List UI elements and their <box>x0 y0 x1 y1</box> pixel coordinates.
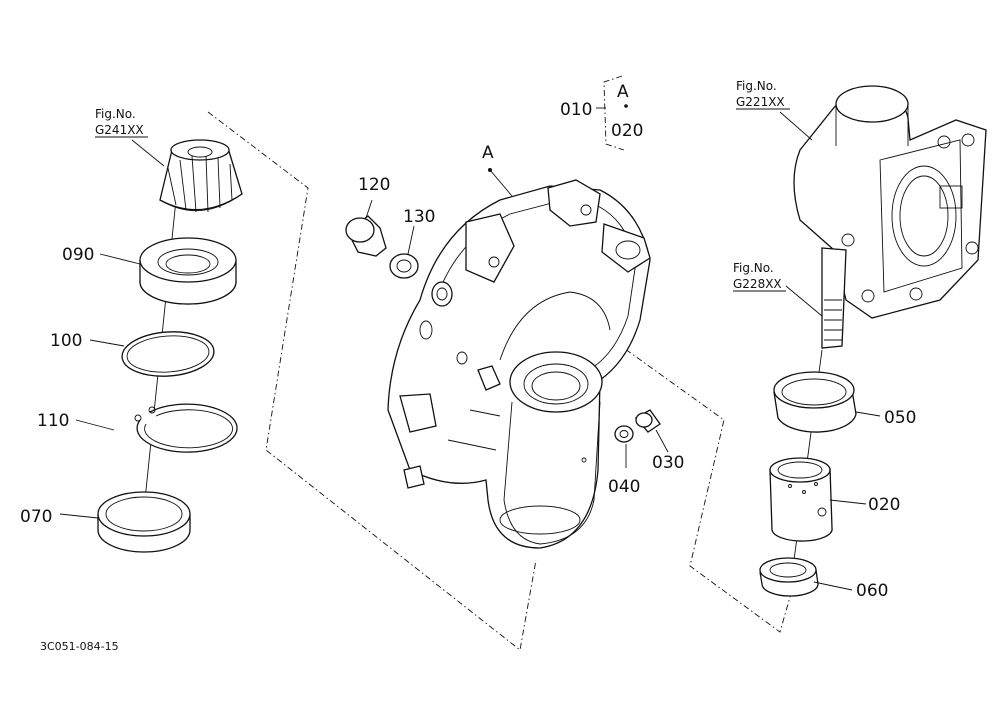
bolt-part-030 <box>634 409 669 453</box>
assembly-frame-right <box>581 317 793 633</box>
callout-A-bracket: A <box>617 82 629 102</box>
figure-ref-right-mid-title: Fig.No. <box>733 261 774 275</box>
callout-030: 030 <box>652 453 684 473</box>
figure-ref-left: Fig.No. G241XX <box>95 107 148 138</box>
bearing-cup-part-050 <box>773 371 881 433</box>
bevel-gear-part <box>159 139 243 213</box>
figure-ref-right-mid: Fig.No. G228XX <box>733 261 786 292</box>
pinion-shaft-part <box>785 247 847 349</box>
callout-120: 120 <box>358 175 390 195</box>
callout-040: 040 <box>608 477 640 497</box>
callout-060: 060 <box>856 581 888 601</box>
leader-lines <box>59 139 165 519</box>
washer-part-130 <box>389 225 419 279</box>
oil-seal-part-070 <box>97 491 191 553</box>
o-ring-part-100 <box>121 331 215 377</box>
figure-ref-right-top: Fig.No. G221XX <box>736 79 790 110</box>
washer-part-040 <box>614 425 634 468</box>
callout-090: 090 <box>62 245 94 265</box>
gear-case-housing <box>387 168 651 549</box>
callout-010: 010 <box>560 100 592 120</box>
assembly-frame-left <box>207 111 537 651</box>
callout-100: 100 <box>50 331 82 351</box>
figure-ref-right-top-number: G221XX <box>736 95 785 109</box>
snap-ring-part-110 <box>134 403 238 453</box>
assembly-bracket <box>596 75 628 151</box>
figure-ref-left-title: Fig.No. <box>95 107 136 121</box>
bushing-part-020 <box>769 457 867 542</box>
drawing-code: 3C051-084-15 <box>40 640 119 653</box>
callout-130: 130 <box>403 207 435 227</box>
callout-020-bracket: 020 <box>611 121 643 141</box>
figure-ref-right-top-title: Fig.No. <box>736 79 777 93</box>
callout-110: 110 <box>37 411 69 431</box>
steering-case-housing <box>779 85 987 319</box>
plug-part-120 <box>345 199 387 257</box>
callout-070: 070 <box>20 507 52 527</box>
figure-ref-left-number: G241XX <box>95 123 144 137</box>
oil-seal-part-060 <box>759 557 853 597</box>
callout-020: 020 <box>868 495 900 515</box>
figure-ref-right-mid-number: G228XX <box>733 277 782 291</box>
bearing-part-090 <box>139 237 237 305</box>
callout-050: 050 <box>884 408 916 428</box>
callout-A-housing: A <box>482 143 494 163</box>
